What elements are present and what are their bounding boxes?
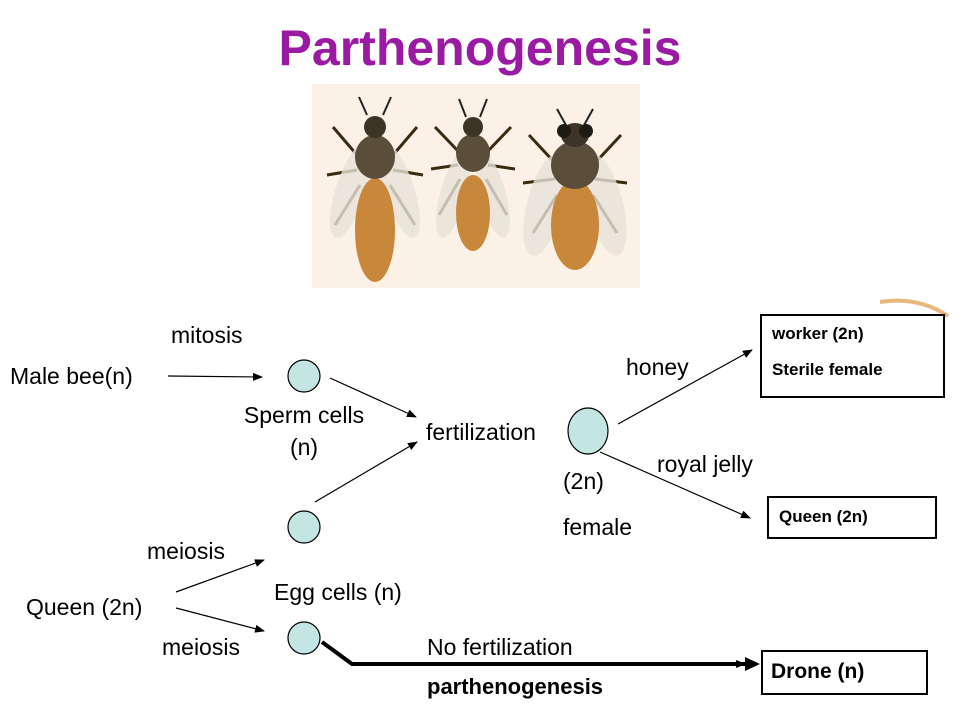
fertilization-label: fertilization [426,419,536,445]
male-bee-label: Male bee(n) [10,363,133,389]
honey-label: honey [626,354,689,380]
arrow-zygote-to-worker [617,349,753,425]
arrow-queen-to-egg [175,559,265,593]
egg-cells-label: Egg cells (n) [274,579,402,605]
unfertilized-egg-cell [287,621,321,655]
arrow-queen-to-unfertilized-egg [175,607,265,633]
female-label: female [563,514,633,540]
arrow-male-to-sperm [167,372,263,381]
arrow-egg-to-fertilization [314,441,418,503]
drone-outcome-box: Drone (n) [761,650,928,695]
parthenogenesis-label: parthenogenesis [427,674,604,699]
queen-outcome-box: Queen (2n) [767,496,937,539]
royal-jelly-label: royal jelly [657,451,753,477]
worker-outcome-line1: worker (2n) [772,324,864,343]
egg-cell [287,510,321,544]
mitosis-label: mitosis [171,322,243,348]
arrow-sperm-to-fertilization [329,377,417,418]
page-title: Parthenogenesis [278,20,682,76]
queen-outcome-label: Queen (2n) [779,507,868,526]
sperm-cells-label-line2: (n) [289,434,319,460]
queen-bee-icon [430,98,516,251]
queen-parent-label: Queen (2n) [26,594,143,620]
no-fertilization-label: No fertilization [427,634,573,660]
arrow-parthenogenesis-to-drone [320,640,746,668]
sperm-cells-label-line1: Sperm cells [243,402,365,428]
sperm-cells-label: Sperm cells (n) [230,402,378,460]
meiosis-top-label: meiosis [147,538,225,564]
zygote-cell [567,407,609,455]
drone-outcome-label: Drone (n) [771,660,865,683]
worker-outcome-line2: Sterile female [772,360,883,379]
worker-bee-icon [326,96,424,282]
meiosis-bottom-label: meiosis [162,634,240,660]
worker-outcome-box: worker (2n) Sterile female [760,314,945,398]
sperm-cell [287,359,321,393]
drone-bee-icon [522,108,628,270]
arrow-zygote-to-queen [599,451,751,519]
diploid-label: (2n) [563,468,604,494]
